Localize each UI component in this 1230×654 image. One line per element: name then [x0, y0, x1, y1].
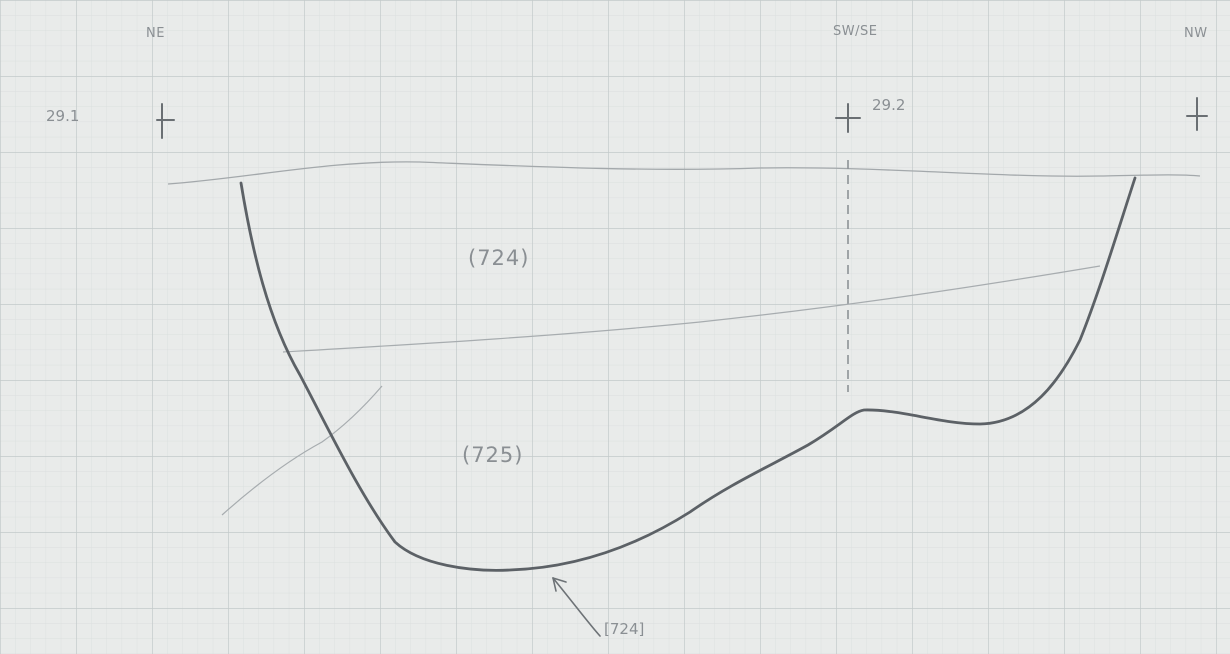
- section-point-marker-middle: [835, 103, 861, 133]
- layer-boundary-lower: [221, 385, 383, 516]
- cut-pointer-arrow: [552, 577, 601, 637]
- ground-surface-line: [167, 161, 1201, 185]
- section-point-marker-left: [156, 103, 175, 139]
- section-point-label-left: 29.1: [46, 107, 79, 125]
- orientation-label-right: NW: [1184, 26, 1208, 41]
- context-label-upper-fill: (724): [468, 246, 529, 270]
- orientation-label-left: NE: [146, 26, 165, 41]
- context-label-cut: [724]: [604, 620, 644, 638]
- cut-profile-line: [239, 176, 1137, 572]
- section-point-label-middle: 29.2: [872, 96, 905, 114]
- context-label-lower-fill: (725): [462, 443, 523, 467]
- section-point-marker-right: [1186, 97, 1208, 131]
- orientation-label-middle: SW/SE: [833, 24, 877, 39]
- layer-boundary-upper: [282, 265, 1101, 353]
